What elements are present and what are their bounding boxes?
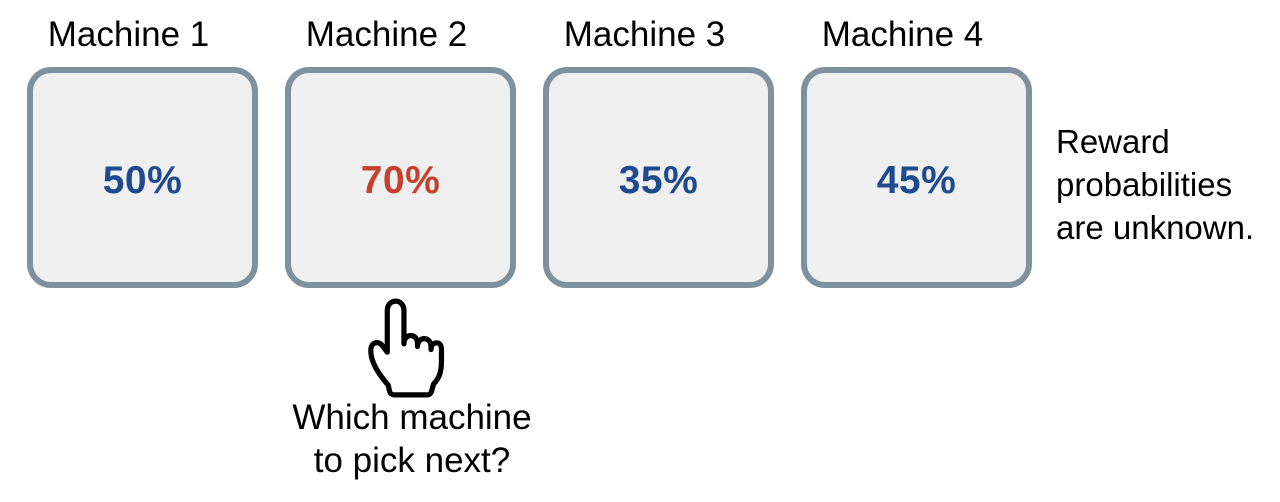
question-caption: Which machine to pick next? bbox=[262, 396, 562, 482]
machine-2-box: 70% bbox=[285, 67, 516, 288]
machine-3-box: 35% bbox=[543, 67, 774, 288]
machine-3-group: Machine 3 35% bbox=[543, 0, 774, 300]
machine-2-probability: 70% bbox=[360, 158, 441, 202]
machine-4-box: 45% bbox=[801, 67, 1032, 288]
machine-4-probability: 45% bbox=[876, 158, 957, 202]
machine-4-group: Machine 4 45% bbox=[801, 0, 1032, 300]
question-line-2: to pick next? bbox=[313, 441, 511, 480]
machine-3-label: Machine 3 bbox=[563, 15, 726, 54]
reward-note: Reward probabilities are unknown. bbox=[1056, 123, 1255, 246]
hand-pointer-icon bbox=[368, 298, 445, 398]
machine-1-group: Machine 1 50% bbox=[27, 0, 258, 300]
question-line-1: Which machine bbox=[292, 398, 532, 437]
machine-2-label: Machine 2 bbox=[305, 15, 468, 54]
machine-4-label: Machine 4 bbox=[821, 15, 984, 54]
machine-1-box: 50% bbox=[27, 67, 258, 288]
machine-1-probability: 50% bbox=[102, 158, 183, 202]
machine-3-probability: 35% bbox=[618, 158, 699, 202]
machine-2-group: Machine 2 70% bbox=[285, 0, 516, 300]
machine-1-label: Machine 1 bbox=[47, 15, 210, 54]
